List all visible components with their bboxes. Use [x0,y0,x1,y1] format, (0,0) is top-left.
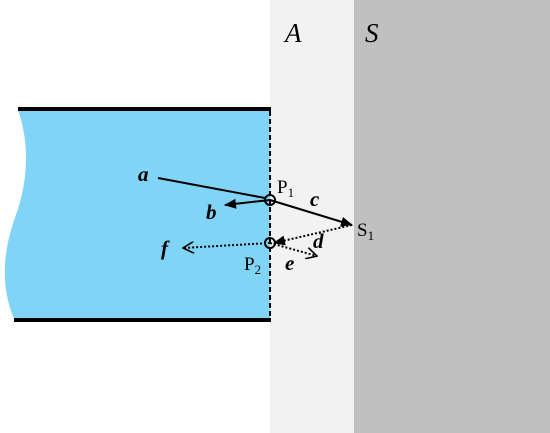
region-s-label: S [365,18,379,48]
point-p2-label: P2 [244,254,261,277]
vector-e-arrow [269,242,317,256]
vector-f-label: f [161,236,170,260]
point-p1-marker [264,194,276,206]
vector-a-label: a [138,162,149,186]
vector-d-label: d [313,229,324,253]
region-s-band [354,0,550,433]
vector-b-arrow [224,198,271,209]
point-p2-marker [264,237,276,249]
vector-e-label: e [285,251,294,275]
vector-c-label: c [310,187,320,211]
point-s1-label: S1 [357,220,374,243]
vector-a-arrow [157,177,266,199]
region-a-label: A [283,18,302,48]
fluid-body [4,110,270,319]
vector-b-label: b [206,200,217,224]
point-p1-label: P1 [277,177,294,200]
region-a-band [270,0,354,433]
vector-c-arrow [269,199,353,227]
vector-d-arrow [273,224,353,246]
vector-f-arrow [183,243,271,248]
